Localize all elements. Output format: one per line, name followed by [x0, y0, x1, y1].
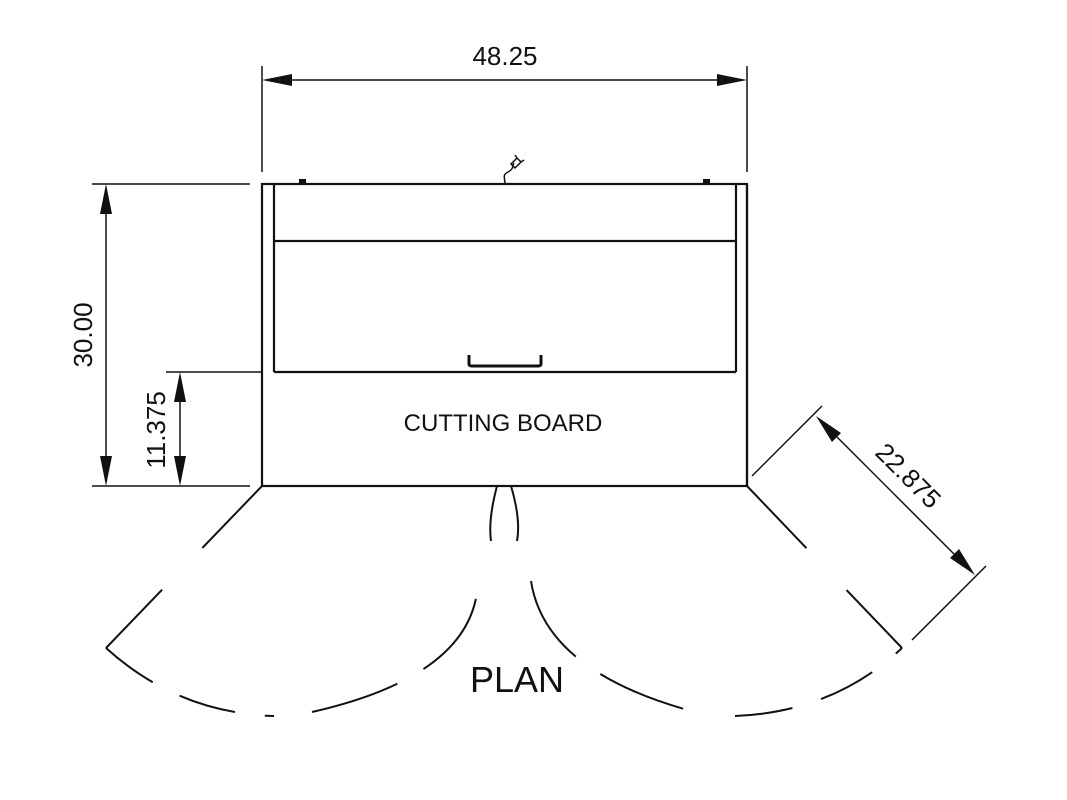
cabinet-outline: [260, 182, 749, 488]
height-arrow-top: [100, 184, 112, 214]
center-left-door-leaf: [489, 485, 498, 542]
lower-height-arrow-bottom: [174, 456, 186, 486]
lower-height-dimension-value: 11.375: [141, 391, 171, 469]
hinge-right: [703, 179, 710, 184]
depth-extension-bottom: [911, 565, 987, 641]
height-dimension: 30.00: [68, 183, 250, 487]
depth-arrow-top: [816, 416, 841, 442]
door-swings: [105, 485, 903, 717]
width-dimension-value: 48.25: [472, 41, 537, 71]
lower-height-dimension: 11.375: [141, 371, 262, 486]
width-arrow-left: [262, 74, 292, 86]
lower-height-arrow-top: [174, 372, 186, 402]
cutting-board-label: CUTTING BOARD: [404, 410, 603, 437]
cabinet: CUTTING BOARD: [260, 154, 749, 488]
height-arrow-bottom: [100, 456, 112, 486]
hinge-left: [299, 179, 306, 184]
center-left-door-arc: [311, 580, 479, 713]
power-cord-icon: [503, 154, 525, 185]
depth-arrow-bottom: [950, 549, 975, 575]
width-arrow-right: [717, 74, 747, 86]
left-door-arc: [105, 647, 275, 717]
depth-dimension-line: [827, 427, 963, 563]
plan-view-title: PLAN: [470, 659, 564, 700]
width-dimension: 48.25: [261, 41, 748, 172]
depth-dimension-value: 22.875: [870, 437, 947, 514]
left-door-open-line: [105, 485, 263, 649]
right-door-arc: [734, 647, 903, 717]
height-dimension-value: 30.00: [68, 302, 98, 367]
right-door-open-line: [746, 485, 903, 649]
depth-dimension: 22.875: [751, 405, 987, 641]
center-right-door-arc: [530, 580, 696, 713]
lid-handle: [467, 355, 543, 368]
center-right-door-leaf: [510, 485, 520, 542]
depth-extension-top: [751, 405, 823, 477]
